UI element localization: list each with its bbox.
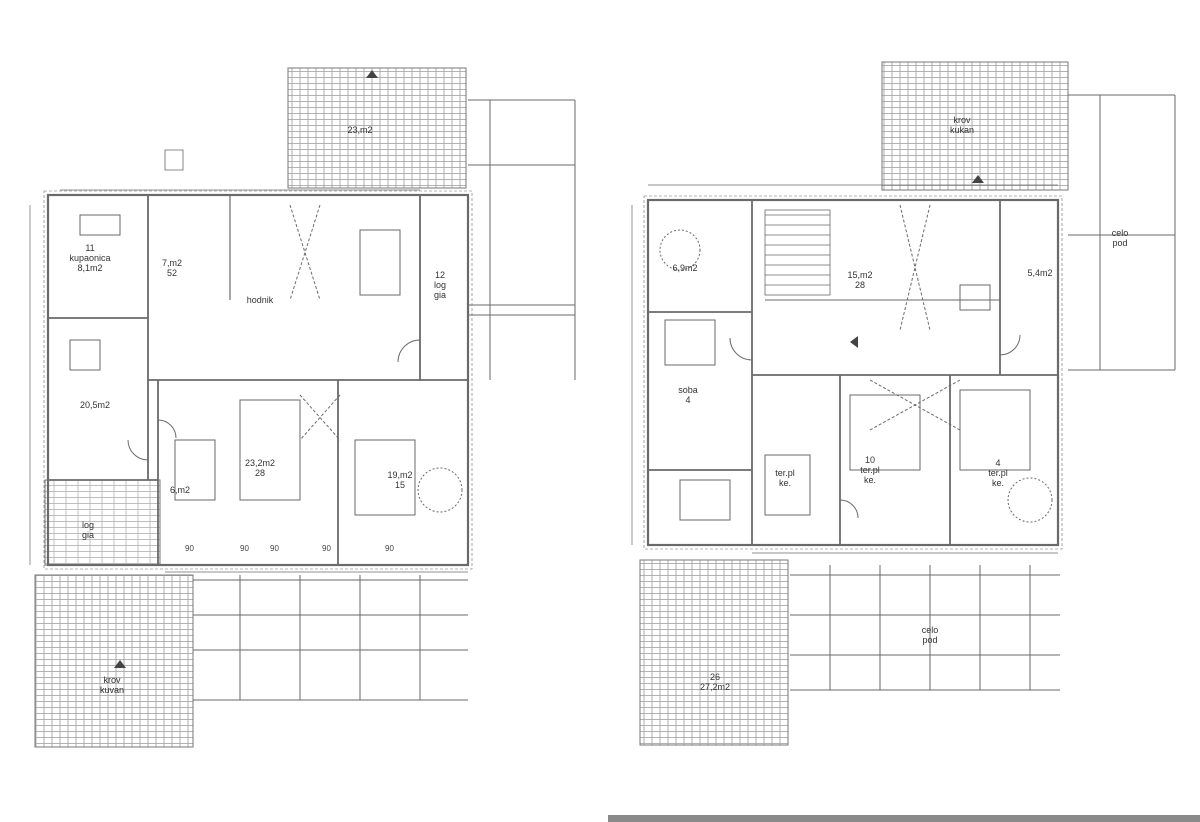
room-label-r-room-a: 6,9m2 (655, 263, 715, 273)
room-label-l-roof-top: 23,m2 (330, 125, 390, 135)
room-label-line: krov (103, 675, 121, 685)
room-label-line: krov (953, 115, 971, 125)
room-label-line: soba (678, 385, 698, 395)
room-label-l-hodnik: hodnik (230, 295, 290, 305)
room-label-line: 10 (864, 455, 875, 465)
room-label-line: 23,m2 (347, 125, 373, 135)
room-label-line: ke. (991, 478, 1004, 488)
room-label-line: log (81, 520, 94, 530)
room-label-line: ter.pl (988, 468, 1008, 478)
room-label-line: 6,m2 (169, 485, 190, 495)
room-label-line: 5,4m2 (1027, 268, 1053, 278)
room-label-line: kukan (949, 125, 975, 135)
dimension-label: 90 (270, 544, 279, 553)
room-label-line: 6,9m2 (672, 263, 698, 273)
room-label-line: gia (81, 530, 94, 540)
room-label-line: 27,2m2 (699, 682, 731, 692)
room-label-line: celo (921, 625, 939, 635)
dimension-label: 90 (385, 544, 394, 553)
room-label-line: 19,m2 (387, 470, 413, 480)
room-label-line: hodnik (246, 295, 274, 305)
room-label-line: 4 (995, 458, 1001, 468)
dimension-label: 90 (185, 544, 194, 553)
room-label-l-soba-ulaz: 20,5m2 (65, 400, 125, 410)
dimension-label: 90 (322, 544, 331, 553)
room-label-line: pod (922, 635, 938, 645)
room-label-line: ter.pl (775, 468, 795, 478)
dimension-label: 90 (240, 544, 249, 553)
room-label-line: 15,m2 (847, 270, 873, 280)
room-label-line: 7,m2 (161, 258, 182, 268)
right-roof-top-tiles (881, 61, 1069, 191)
room-label-line: ke. (863, 475, 876, 485)
room-label-line: ke. (778, 478, 791, 488)
bottom-scroll-bar (608, 815, 1200, 822)
left-floor-plan (29, 67, 576, 748)
room-label-line: 28 (854, 280, 865, 290)
left-roof-top-tiles (287, 67, 467, 189)
room-label-line: ter.pl (860, 465, 880, 475)
room-label-line: 11 (85, 243, 95, 253)
room-label-line: kuvan (99, 685, 125, 695)
room-label-line: kupaonica (69, 253, 111, 263)
room-label-line: pod (1112, 238, 1128, 248)
room-label-line: 52 (166, 268, 177, 278)
room-label-line: 28 (254, 468, 265, 478)
room-label-line: gia (433, 290, 446, 300)
room-label-r-room-c: 5,4m2 (1010, 268, 1070, 278)
room-label-line: 12 (434, 270, 445, 280)
room-label-line: log (433, 280, 446, 290)
room-label-line: 4 (685, 395, 691, 405)
room-label-line: 26 (709, 672, 720, 682)
right-roof-bottom-tiles (639, 559, 789, 746)
room-label-l-soba-1: 6,m2 (150, 485, 210, 495)
room-label-line: 8,1m2 (77, 263, 103, 273)
room-label-line: 15 (394, 480, 405, 490)
room-label-line: 23,2m2 (244, 458, 276, 468)
right-floor-plan (631, 61, 1176, 746)
left-roof-bottom-tiles (34, 574, 194, 748)
room-label-line: 20,5m2 (79, 400, 111, 410)
room-label-line: celo (1111, 228, 1129, 238)
